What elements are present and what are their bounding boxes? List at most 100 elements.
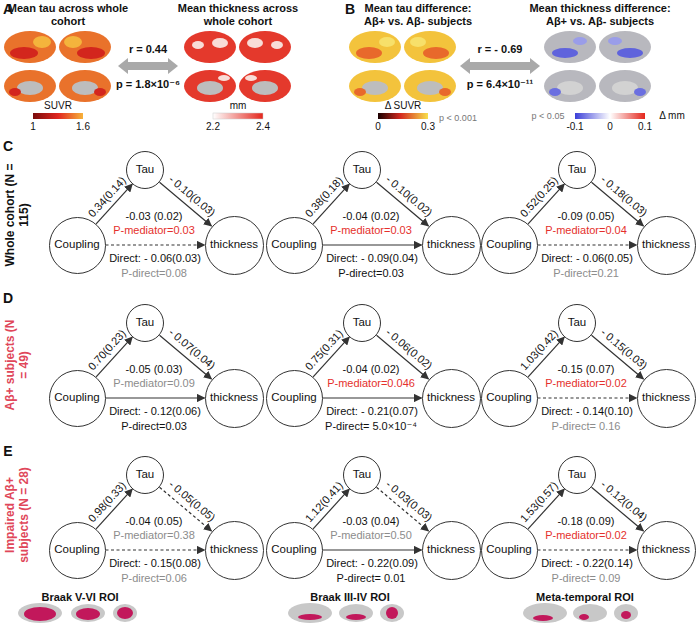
variable-circle: Tau bbox=[558, 304, 596, 342]
brain-map bbox=[239, 31, 291, 63]
illustration-shape bbox=[599, 70, 651, 102]
correlation-arrow bbox=[460, 58, 540, 74]
variable-circle: Coupling bbox=[49, 217, 106, 274]
correlation-arrow bbox=[118, 58, 178, 74]
roi-label: Braak V-VI ROI bbox=[41, 591, 118, 604]
illustration-shape bbox=[599, 31, 651, 63]
node-text: Coupling bbox=[486, 543, 531, 556]
node-text: thickness bbox=[427, 391, 475, 404]
illustration-shape bbox=[386, 607, 398, 619]
indirect-effect: -0.04 (0.02) bbox=[343, 210, 400, 223]
roi-brain bbox=[614, 604, 638, 622]
brain-map bbox=[544, 70, 596, 102]
indirect-effect: -0.03 (0.04) bbox=[343, 515, 400, 528]
path-arrow bbox=[106, 397, 205, 398]
illustration-shape bbox=[59, 70, 111, 102]
tick-label: 0 bbox=[607, 121, 613, 133]
direct-p: P-direct=0.03 bbox=[338, 267, 404, 280]
brain-map bbox=[349, 31, 401, 63]
roi-label: Braak III-IV ROI bbox=[310, 591, 389, 604]
node-text: thickness bbox=[642, 238, 690, 251]
variable-circle: Tau bbox=[126, 304, 164, 342]
roi-brain bbox=[380, 604, 404, 622]
brain-map bbox=[349, 70, 401, 102]
direct-p: P-direct=0.21 bbox=[553, 267, 619, 280]
edge-label: 0.70(0.23) bbox=[85, 327, 128, 373]
path-arrow bbox=[106, 549, 205, 550]
roi-brain bbox=[523, 603, 567, 623]
variable-circle: Coupling bbox=[266, 522, 323, 579]
brain-map bbox=[4, 70, 56, 102]
illustration-shape bbox=[614, 604, 638, 622]
variable-circle: thickness bbox=[422, 369, 481, 428]
mediator-p: P-mediator=0.09 bbox=[113, 377, 195, 390]
illustration-shape bbox=[24, 607, 56, 621]
variable-circle: thickness bbox=[637, 369, 696, 428]
illustration-shape bbox=[9, 88, 21, 96]
variable-circle: thickness bbox=[637, 216, 696, 275]
stat-label: r = 0.44 bbox=[129, 43, 167, 56]
row-label: Impaired Aβ+ subjects (N = 28) bbox=[4, 455, 32, 575]
tick-label: 0.3 bbox=[421, 121, 435, 133]
variable-circle: Tau bbox=[126, 151, 164, 189]
brain-map bbox=[404, 70, 456, 102]
illustration-shape bbox=[380, 604, 404, 622]
edge-label: 1.03(0.42) bbox=[517, 327, 560, 373]
direct-p: P-direct= 0.16 bbox=[552, 420, 621, 433]
illustration-shape bbox=[579, 614, 589, 620]
variable-circle: Tau bbox=[343, 151, 381, 189]
edge-label: 0.52(0.25) bbox=[517, 174, 560, 220]
stat-label: p = 6.4×10⁻¹¹ bbox=[467, 78, 533, 91]
mediator-p: P-mediator=0.02 bbox=[545, 529, 627, 542]
node-text: Coupling bbox=[271, 391, 316, 404]
direct-p: P-direct=0.03 bbox=[121, 420, 187, 433]
brain-map bbox=[184, 31, 236, 63]
mediator-p: P-mediator=0.046 bbox=[327, 377, 415, 390]
path-arrow bbox=[106, 244, 205, 245]
path-arrow bbox=[538, 549, 637, 550]
brain-map bbox=[184, 70, 236, 102]
node-text: Coupling bbox=[54, 238, 99, 251]
illustration-shape bbox=[621, 611, 631, 619]
illustration-shape bbox=[212, 38, 228, 48]
illustration-shape bbox=[410, 37, 426, 47]
node-text: thickness bbox=[642, 391, 690, 404]
tick-label: 2.4 bbox=[256, 121, 270, 133]
brain-map bbox=[599, 70, 651, 102]
node-text: Tau bbox=[568, 316, 587, 329]
illustration-shape bbox=[184, 70, 236, 102]
illustration-shape bbox=[218, 75, 230, 81]
node-text: Tau bbox=[353, 468, 372, 481]
variable-circle: Coupling bbox=[49, 370, 106, 427]
node-text: thickness bbox=[427, 238, 475, 251]
brain-map bbox=[59, 31, 111, 63]
illustration-shape bbox=[423, 47, 449, 59]
roi-label: Meta-temporal ROI bbox=[536, 591, 634, 604]
node-text: Tau bbox=[136, 163, 155, 176]
row-label: Aβ+ subjects (N = 49) bbox=[4, 315, 32, 415]
indirect-effect: -0.03 (0.02) bbox=[126, 210, 183, 223]
node-text: Tau bbox=[568, 163, 587, 176]
illustration-shape bbox=[404, 70, 456, 102]
node-text: thickness bbox=[210, 543, 258, 556]
variable-circle: Coupling bbox=[49, 522, 106, 579]
variable-circle: Coupling bbox=[266, 370, 323, 427]
illustration-shape bbox=[617, 48, 643, 58]
illustration-shape bbox=[17, 81, 43, 95]
illustration-shape bbox=[4, 70, 56, 102]
variable-circle: thickness bbox=[422, 216, 481, 275]
illustration-shape bbox=[573, 37, 587, 45]
illustration-shape bbox=[549, 88, 561, 96]
path-arrow bbox=[323, 397, 422, 398]
illustration-shape bbox=[184, 31, 236, 63]
brain-map bbox=[544, 31, 596, 63]
edge-label: 0.38(0.18) bbox=[302, 174, 345, 220]
variable-circle: thickness bbox=[422, 521, 481, 580]
illustration-shape bbox=[76, 608, 100, 620]
roi-brain bbox=[71, 604, 105, 622]
indirect-effect: -0.15 (0.07) bbox=[558, 363, 615, 376]
node-text: Tau bbox=[136, 316, 155, 329]
brain-map bbox=[4, 31, 56, 63]
variable-circle: Coupling bbox=[266, 217, 323, 274]
illustration-shape bbox=[77, 47, 105, 59]
